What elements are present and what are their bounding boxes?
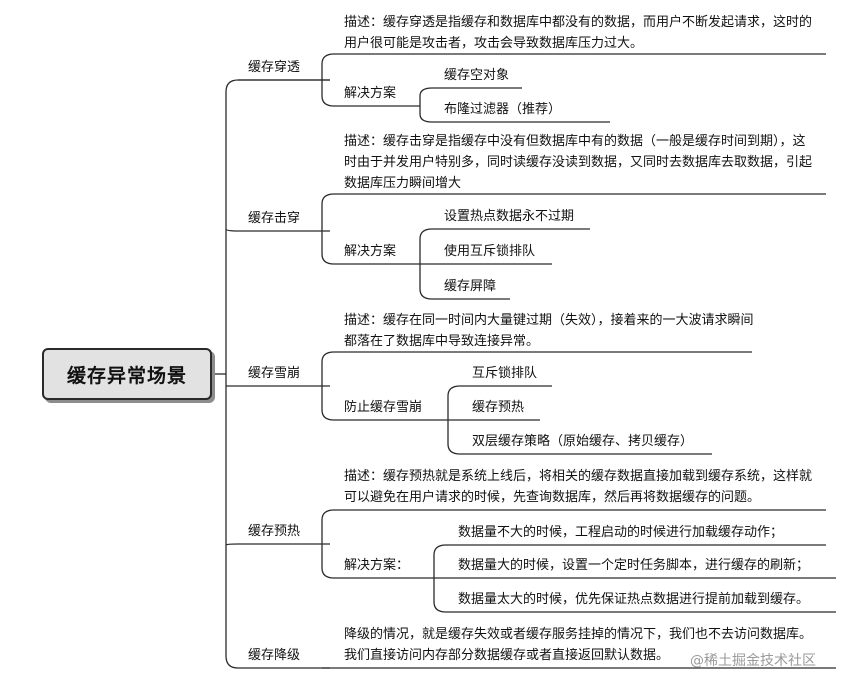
solution-label-cache-avalanche: 防止缓存雪崩	[344, 400, 423, 415]
branch-description-cache-breakdown: 描述：缓存击穿是指缓存中没有但数据库中有的数据（一般是缓存时间到期），这时由于并…	[344, 134, 813, 191]
solution-item: 互斥锁排队	[472, 366, 538, 381]
solution-item: 设置热点数据永不过期	[444, 209, 575, 224]
branch-title-cache-breakdown: 缓存击穿	[248, 211, 301, 226]
watermark: @稀土掘金技术社区	[690, 653, 816, 669]
root-node: 缓存异常场景	[42, 348, 212, 400]
branch-title-cache-degradation: 缓存降级	[248, 648, 301, 663]
solution-label-cache-breakdown: 解决方案	[344, 244, 397, 259]
solution-label-cache-penetration: 解决方案	[344, 86, 397, 101]
branch-title-cache-penetration: 缓存穿透	[248, 60, 301, 75]
solution-item: 数据量不大的时候，工程启动的时候进行加载缓存动作；	[458, 525, 784, 540]
branch-description-cache-penetration: 描述：缓存穿透是指缓存和数据库中都没有的数据，而用户不断发起请求，这时的用户很可…	[344, 15, 813, 51]
branch-description-cache-warmup: 描述：缓存预热就是系统上线后，将相关的缓存数据直接加载到缓存系统，这样就可以避免…	[344, 469, 813, 505]
solution-item: 缓存空对象	[444, 68, 510, 83]
branch-title-cache-warmup: 缓存预热	[248, 524, 301, 539]
solution-item: 数据量太大的时候，优先保证热点数据进行提前加载到缓存。	[458, 592, 810, 607]
branch-description-cache-degradation: 降级的情况，就是缓存失效或者缓存服务挂掉的情况下，我们也不去访问数据库。我们直接…	[344, 627, 813, 663]
solution-item: 缓存屏障	[444, 279, 497, 294]
solution-item: 缓存预热	[472, 400, 525, 415]
branch-description-cache-avalanche: 描述：缓存在同一时间内大量键过期（失效），接着来的一大波请求瞬间都落在了数据库中…	[344, 313, 754, 349]
solution-item: 数据量大的时候，设置一个定时任务脚本，进行缓存的刷新；	[458, 558, 810, 573]
solution-label-cache-warmup: 解决方案：	[344, 558, 410, 573]
solution-item: 使用互斥锁排队	[444, 244, 536, 259]
solution-item: 双层缓存策略（原始缓存、拷贝缓存）	[472, 434, 694, 449]
solution-item: 布隆过滤器（推荐）	[444, 102, 562, 117]
branch-title-cache-avalanche: 缓存雪崩	[248, 366, 301, 381]
